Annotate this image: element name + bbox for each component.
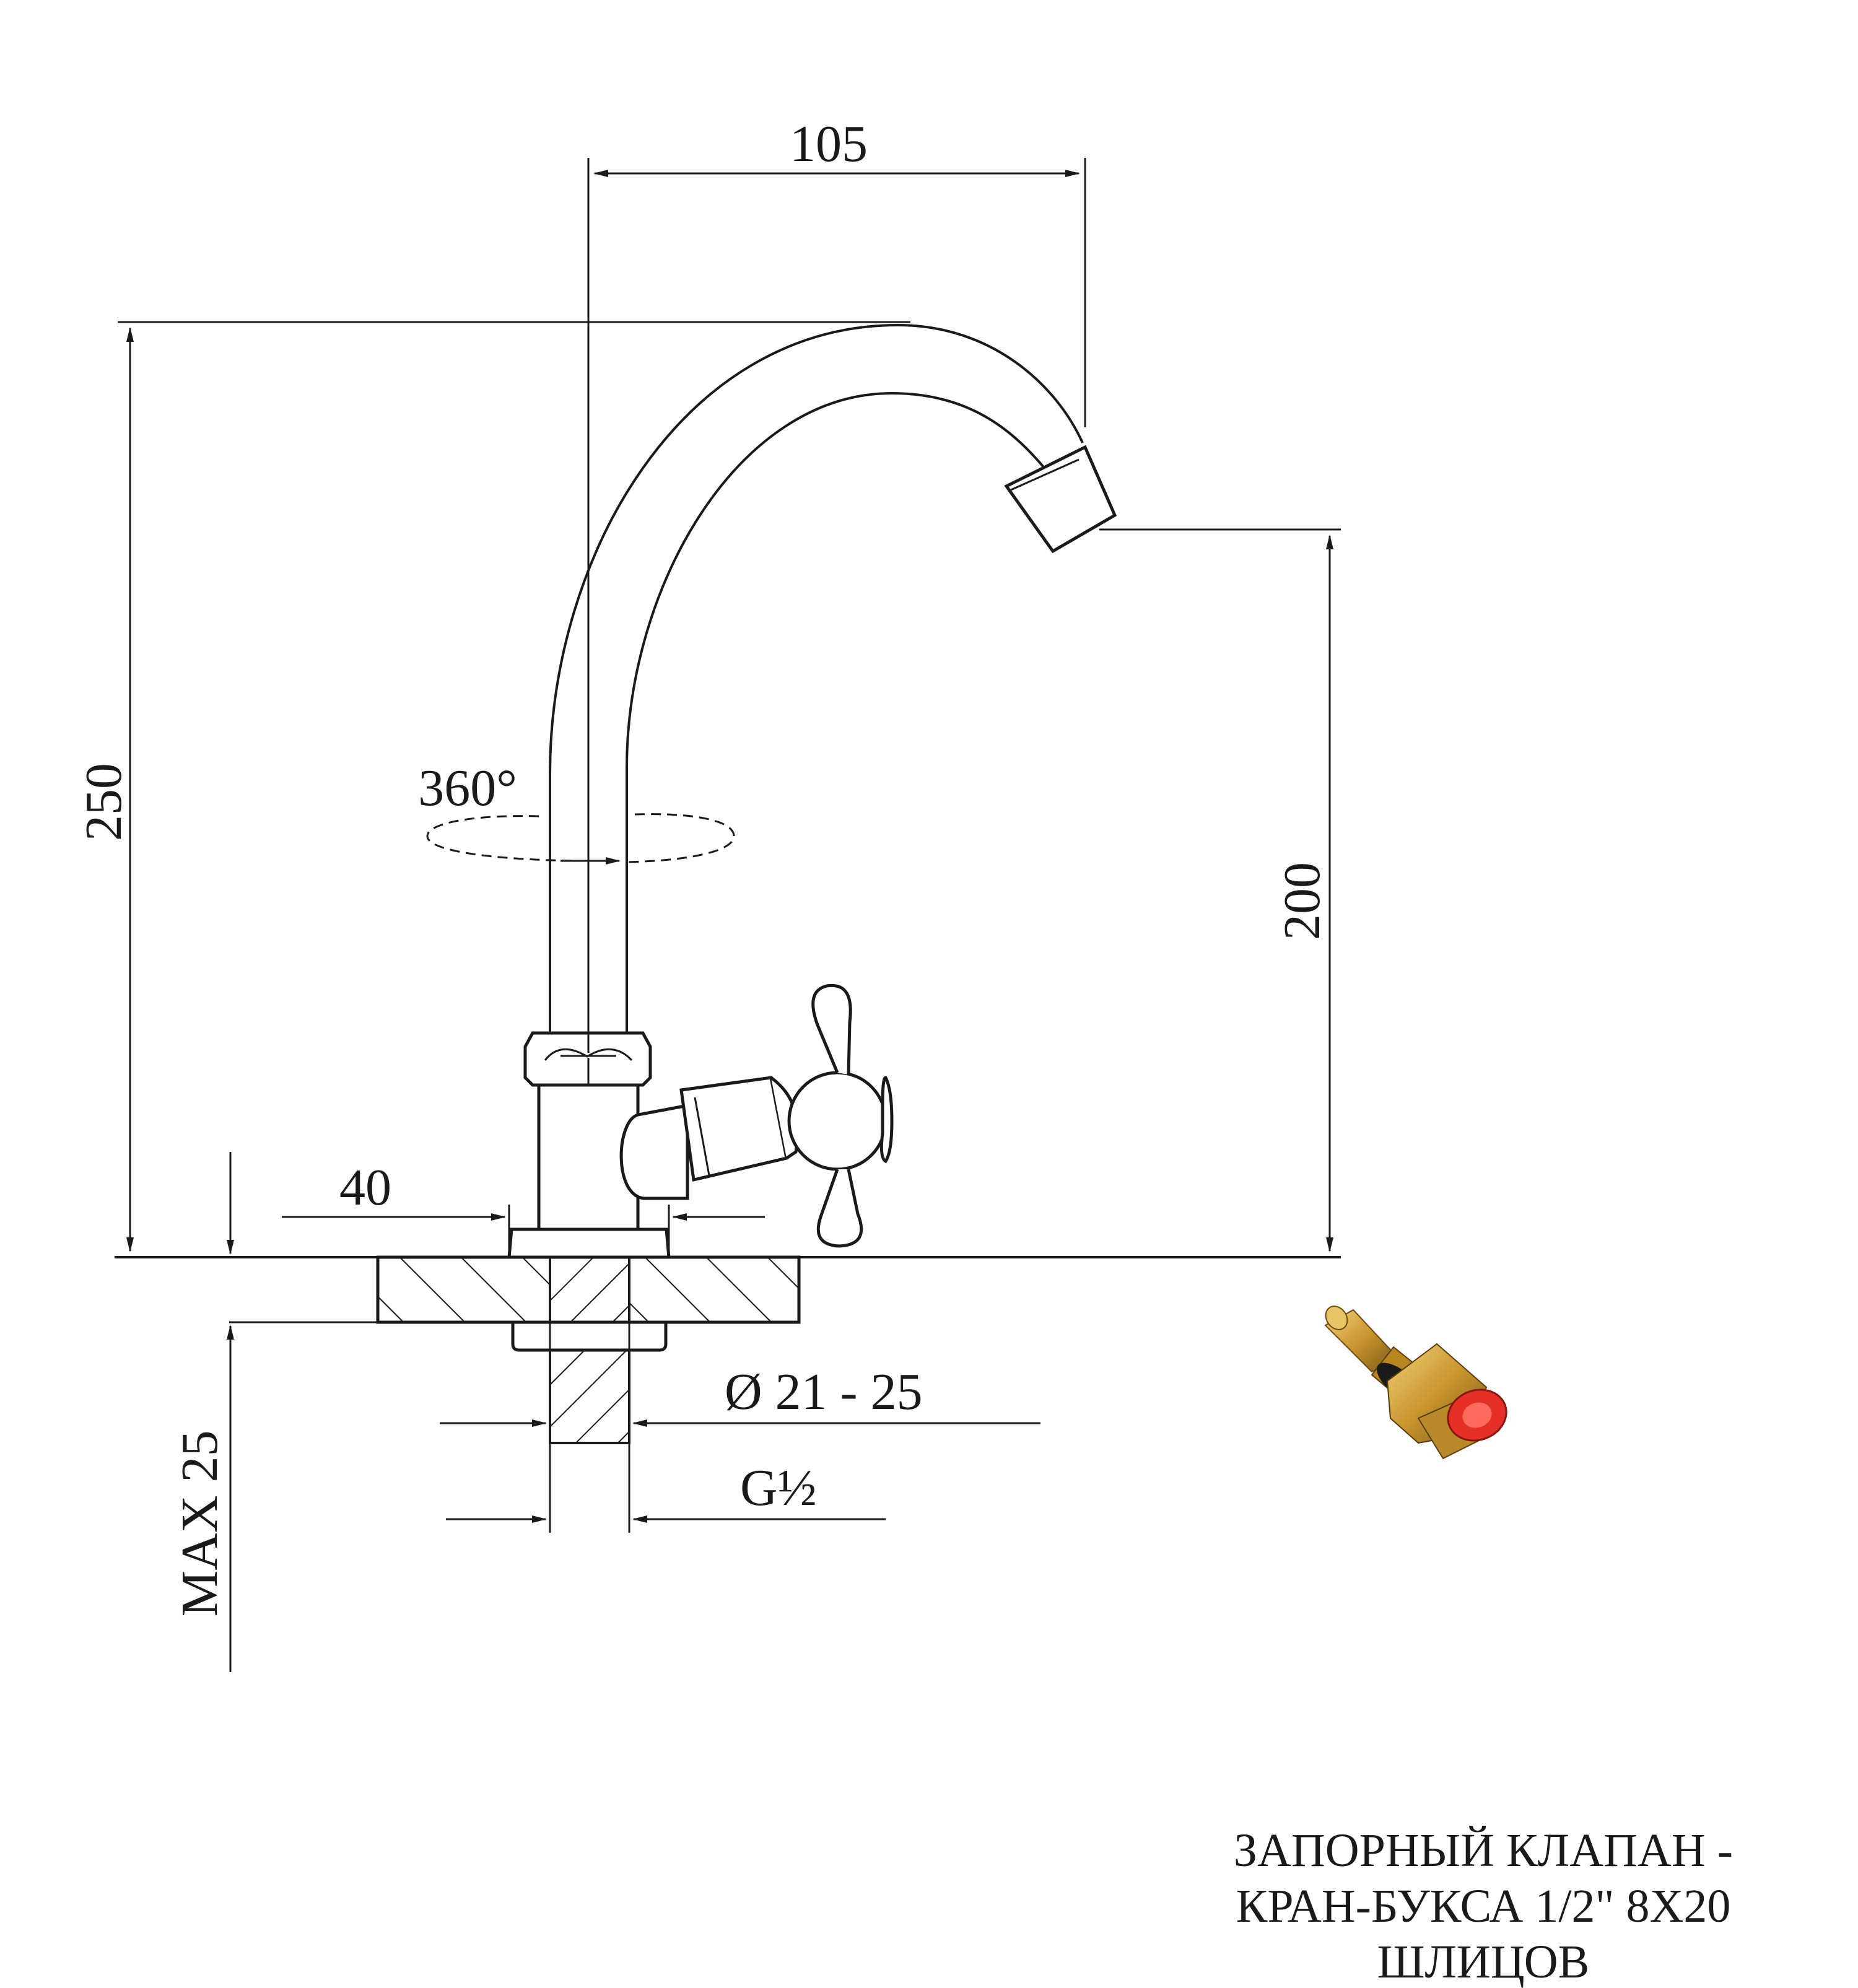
dim-counter-thickness-label: MAX 25 [171, 1430, 229, 1616]
dim-hole-label: Ø 21 - 25 [725, 1363, 923, 1421]
countertop-section [376, 1255, 801, 1324]
dim-counter-thickness: MAX 25 [171, 1152, 234, 1672]
dim-height-spout-label: 200 [1273, 862, 1331, 940]
aerator [1004, 445, 1117, 554]
caption-line-1: ЗАПОРНЫЙ КЛАПАН - [1233, 1825, 1734, 1877]
dim-thread: G½ [446, 1459, 886, 1523]
caption-line-2: КРАН-БУКСА 1/2" 8Х20 [1236, 1880, 1731, 1932]
faucet-drawing [507, 323, 1117, 1259]
cartridge-illustration [1324, 1306, 1507, 1460]
dim-reach: 105 [587, 115, 1086, 1053]
mounting-nut [511, 1320, 668, 1352]
dim-height-total-label: 250 [75, 763, 133, 841]
valve-handle [619, 983, 894, 1248]
threaded-stud [549, 1349, 630, 1444]
rotation-indicator: 360° [418, 759, 735, 865]
dim-base: 40 [282, 1159, 765, 1257]
rotation-label: 360° [418, 759, 517, 817]
dim-height-spout: 200 [1099, 528, 1341, 1252]
dim-reach-label: 105 [790, 115, 868, 173]
dim-base-label: 40 [339, 1159, 391, 1216]
dim-height-total: 250 [75, 321, 910, 1252]
dim-hole: Ø 21 - 25 [440, 1322, 1040, 1533]
dim-thread-label: G½ [740, 1459, 817, 1517]
caption-line-3: ШЛИЦОВ [1377, 1936, 1590, 1988]
